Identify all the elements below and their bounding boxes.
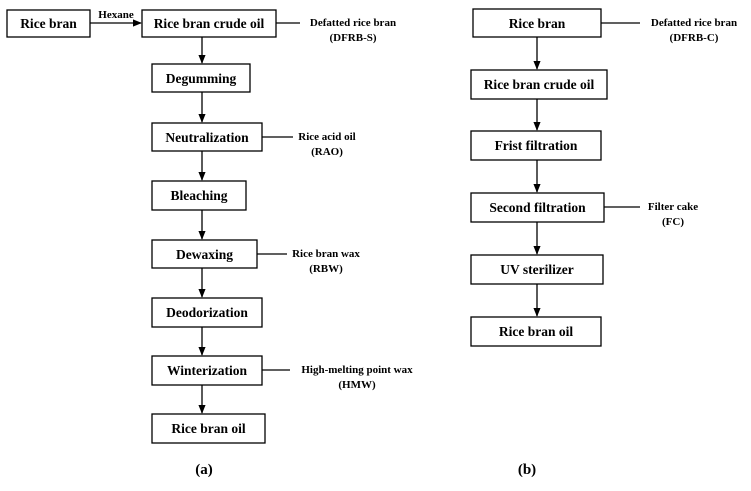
node-a-step-4-label: Dewaxing: [176, 247, 233, 262]
node-b-step-1-label: Rice bran crude oil: [484, 77, 595, 92]
node-b-step-1: Rice bran crude oil: [470, 69, 608, 100]
node-b-step-0: Rice bran: [472, 8, 602, 38]
node-b-step-2-label: Frist filtration: [495, 138, 578, 153]
node-b-step-4-label: UV sterilizer: [500, 262, 574, 277]
side-output-a-2-abbr: (RBW): [309, 263, 343, 275]
node-a-step-0: Rice bran crude oil: [141, 9, 277, 38]
node-a-step-3: Bleaching: [151, 180, 247, 211]
side-output-a-3-name: High-melting point wax: [301, 364, 413, 376]
side-output-a-0-abbr: (DFRB-S): [329, 32, 376, 44]
node-b-step-0-label: Rice bran: [509, 16, 566, 31]
caption-b: (b): [518, 462, 536, 478]
side-output-a-1-name: Rice acid oil: [298, 131, 355, 143]
node-b-step-4: UV sterilizer: [470, 254, 604, 285]
node-a-step-2-label: Neutralization: [165, 130, 249, 145]
node-a-step-6-label: Winterization: [167, 363, 247, 378]
node-a-input: Rice bran: [6, 9, 91, 38]
edge-a-input-label: Hexane: [98, 9, 134, 21]
side-output-b-0-name: Defatted rice bran: [651, 17, 737, 29]
side-output-b-1-abbr: (FC): [662, 216, 684, 228]
node-a-step-0-label: Rice bran crude oil: [154, 16, 265, 31]
diagram-b: Rice bran Rice bran crude oil Frist filt…: [470, 8, 737, 478]
side-output-b-1-name: Filter cake: [648, 201, 698, 213]
side-output-a-1-abbr: (RAO): [311, 146, 343, 158]
node-b-step-5-label: Rice bran oil: [499, 324, 573, 339]
side-output-b-0-abbr: (DFRB-C): [670, 32, 719, 44]
side-output-a-3-abbr: (HMW): [338, 379, 376, 391]
node-a-step-5-label: Deodorization: [166, 305, 248, 320]
side-output-a-0-name: Defatted rice bran: [310, 17, 396, 29]
node-a-step-4: Dewaxing: [151, 239, 258, 269]
node-a-step-3-label: Bleaching: [170, 188, 227, 203]
side-output-a-2-name: Rice bran wax: [292, 248, 360, 260]
node-a-input-label: Rice bran: [20, 16, 77, 31]
node-b-step-3-label: Second filtration: [489, 200, 586, 215]
node-a-step-1: Degumming: [151, 63, 251, 93]
diagram-a: Rice bran Hexane Rice bran crude oil Deg…: [6, 9, 413, 478]
node-a-step-6: Winterization: [151, 355, 263, 386]
node-a-step-7: Rice bran oil: [151, 413, 266, 444]
node-b-step-3: Second filtration: [470, 192, 605, 223]
node-a-step-7-label: Rice bran oil: [171, 421, 245, 436]
node-b-step-2: Frist filtration: [470, 130, 602, 161]
caption-a: (a): [195, 462, 213, 478]
node-a-step-2: Neutralization: [151, 122, 263, 152]
node-a-step-5: Deodorization: [151, 297, 263, 328]
node-a-step-1-label: Degumming: [166, 71, 237, 86]
node-b-step-5: Rice bran oil: [470, 316, 602, 347]
